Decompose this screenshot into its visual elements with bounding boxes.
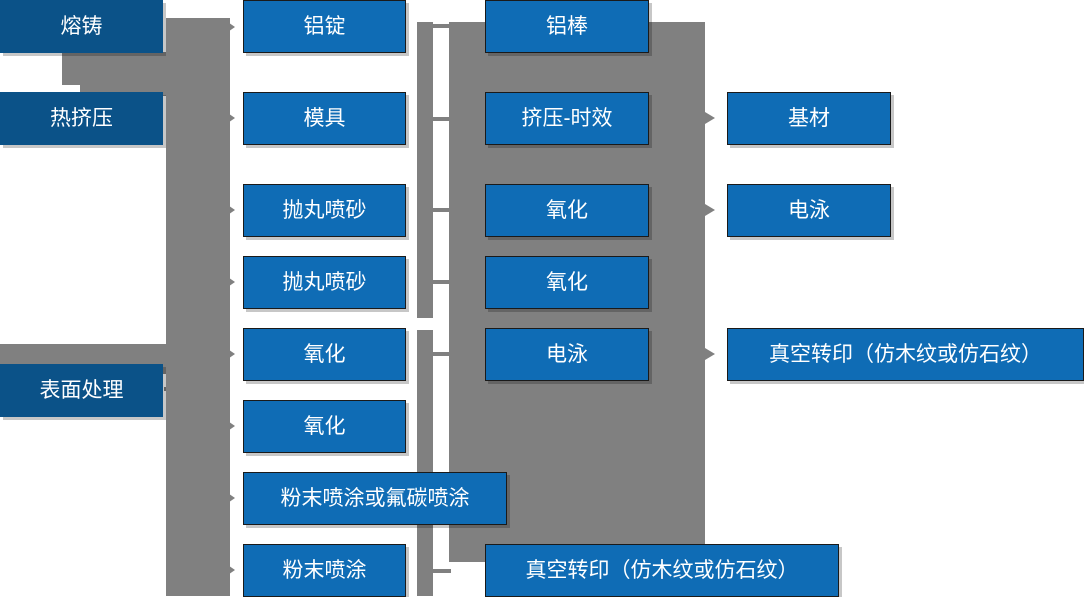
process-box-oxidation-c3-2[interactable]: 氧化 [485,256,649,309]
rung-0 [431,24,451,28]
rung-5 [431,569,451,573]
stage-box-extrusion[interactable]: 热挤压 [0,92,163,145]
arrow-to-c2-7 [222,561,235,579]
rung-4 [431,352,451,356]
process-box-mold[interactable]: 模具 [243,92,406,145]
process-box-powder-or-pvdf-coating[interactable]: 粉末喷涂或氟碳喷涂 [243,472,507,525]
process-box-electrophoresis-c3[interactable]: 电泳 [485,328,649,381]
arrow-to-c4-0 [705,112,715,124]
connector-main-trunk [166,18,230,596]
process-box-powder-coating[interactable]: 粉末喷涂 [243,544,406,597]
process-box-electrophoresis-c4[interactable]: 电泳 [727,184,891,237]
process-box-extrusion-aging[interactable]: 挤压-时效 [485,92,649,145]
connector-surface-stem [164,387,200,391]
rung-1 [431,117,451,121]
arrow-to-c4-2 [705,348,715,360]
rung-2 [431,208,451,212]
connector-mid-thin-upper [417,22,433,318]
process-box-aluminum-bar[interactable]: 铝棒 [485,0,649,53]
process-box-oxidation-c2-1[interactable]: 氧化 [243,328,406,381]
connector-mid-thin-lower [417,330,433,596]
arrow-to-c2-0 [222,18,235,36]
stage-box-melting[interactable]: 熔铸 [0,0,163,53]
arrow-to-c2-2 [222,201,235,219]
stage-box-surface-treatment[interactable]: 表面处理 [0,364,163,417]
process-box-substrate[interactable]: 基材 [727,92,891,145]
process-box-shotblast-1[interactable]: 抛丸喷砂 [243,184,406,237]
process-box-ingot[interactable]: 铝锭 [243,0,406,53]
connector-extrude-tick [62,52,84,85]
process-box-vacuum-transfer-c3[interactable]: 真空转印（仿木纹或仿石纹） [485,544,839,597]
arrow-to-c2-1 [222,109,235,127]
arrow-to-c2-3 [222,273,235,291]
rung-3 [431,280,451,284]
process-box-oxidation-c3-1[interactable]: 氧化 [485,184,649,237]
arrow-to-c2-5 [222,417,235,435]
arrow-to-c2-6 [222,489,235,507]
process-box-oxidation-c2-2[interactable]: 氧化 [243,400,406,453]
process-box-vacuum-transfer-c4[interactable]: 真空转印（仿木纹或仿石纹） [727,328,1084,381]
arrow-to-c2-4 [222,345,235,363]
arrow-to-c4-1 [705,204,715,216]
process-box-shotblast-2[interactable]: 抛丸喷砂 [243,256,406,309]
